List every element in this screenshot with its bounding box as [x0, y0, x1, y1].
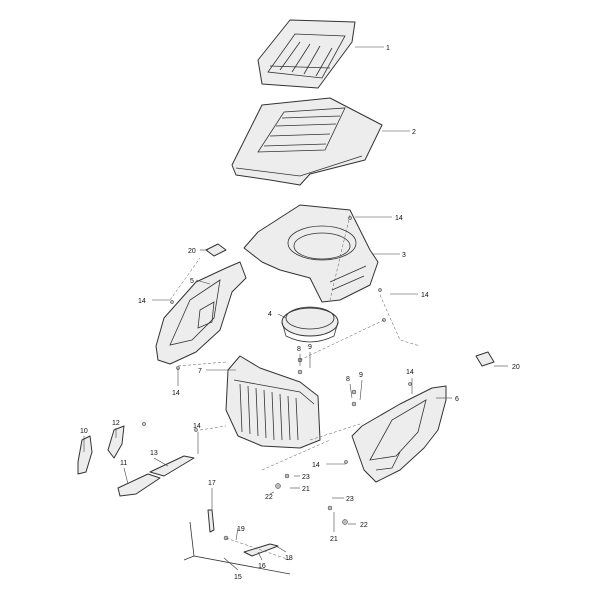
- callout-14d: 14: [172, 390, 180, 397]
- callout-12: 12: [112, 420, 120, 427]
- callout-3: 3: [402, 252, 406, 259]
- callout-23a: 23: [302, 474, 310, 481]
- part-trim-10: [77, 435, 93, 475]
- callout-15: 15: [234, 574, 242, 581]
- callout-14c: 14: [138, 298, 146, 305]
- part-tab-20-right: [475, 351, 495, 367]
- callout-8a: 8: [297, 346, 301, 353]
- callout-21a: 21: [302, 486, 310, 493]
- part-duct-ring: [281, 306, 339, 343]
- leader-lines: [83, 46, 508, 571]
- callout-22b: 22: [360, 522, 368, 529]
- callout-7: 7: [198, 368, 202, 375]
- part-trim-12: [107, 425, 125, 459]
- callout-10: 10: [80, 428, 88, 435]
- callout-22a: 22: [265, 494, 273, 501]
- callout-8b: 8: [346, 376, 350, 383]
- part-trim-13: [149, 455, 195, 477]
- part-right-side-panel: [351, 385, 447, 483]
- callout-11: 11: [120, 460, 127, 467]
- callout-19: 19: [237, 526, 245, 533]
- callout-14e: 14: [406, 369, 414, 376]
- callout-13: 13: [150, 450, 158, 457]
- part-front-grille: [225, 355, 321, 449]
- callout-16: 16: [258, 563, 266, 570]
- callout-9b: 9: [359, 372, 363, 379]
- callout-14g: 14: [193, 423, 201, 430]
- callout-17: 17: [208, 480, 216, 487]
- callout-2: 2: [412, 129, 416, 136]
- callout-18: 18: [285, 555, 293, 562]
- part-hood-scoop: [257, 19, 356, 89]
- callout-4: 4: [268, 311, 272, 318]
- part-trim-11: [117, 473, 161, 497]
- callout-6: 6: [455, 396, 459, 403]
- part-bracket-17: [207, 509, 215, 533]
- callout-labels: 1 2 3 4 5 6 7 8 8 9 9 10 11 12 13 14 14 …: [80, 45, 520, 581]
- callout-20b: 20: [512, 364, 520, 371]
- callout-1: 1: [386, 45, 390, 52]
- part-hood: [231, 97, 383, 186]
- callout-23b: 23: [346, 496, 354, 503]
- callout-20a: 20: [188, 248, 196, 255]
- callout-5: 5: [190, 278, 194, 285]
- assembly-lines: [169, 214, 421, 561]
- callout-14f: 14: [312, 462, 320, 469]
- callout-14b: 14: [421, 292, 429, 299]
- callout-21b: 21: [330, 536, 338, 543]
- part-tab-20-left: [205, 243, 227, 257]
- callout-9a: 9: [308, 344, 312, 351]
- part-housing: [243, 204, 379, 303]
- part-rod-15: [183, 521, 291, 575]
- callout-14a: 14: [395, 215, 403, 222]
- part-left-side-panel: [155, 261, 247, 365]
